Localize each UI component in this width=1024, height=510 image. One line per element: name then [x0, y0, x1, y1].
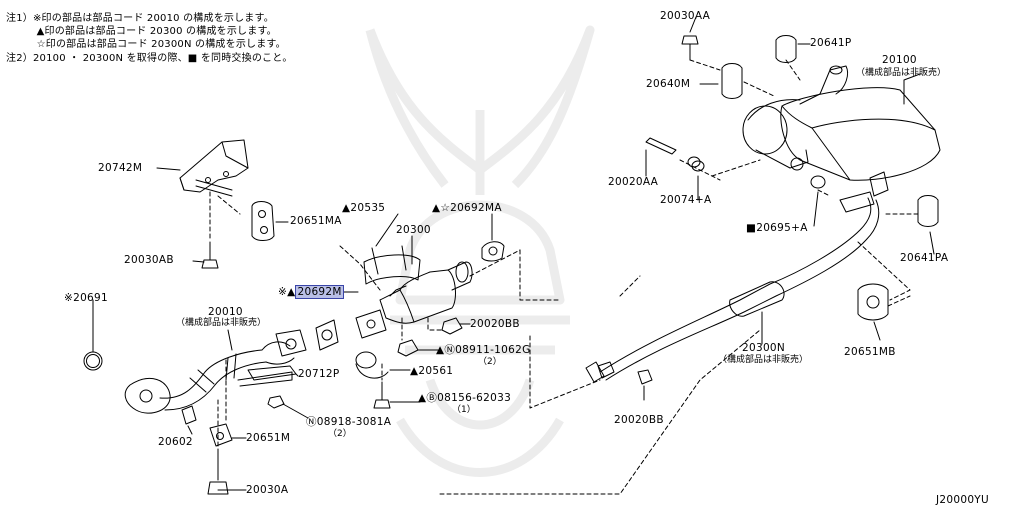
- label-08918-3081a[interactable]: Ⓝ08918-3081A: [306, 416, 392, 428]
- label-20030ab[interactable]: 20030AB: [124, 254, 174, 266]
- label-20020bb-2[interactable]: 20020BB: [614, 414, 664, 426]
- mount-rubber-20641p: [775, 35, 797, 63]
- label-20602[interactable]: 20602: [158, 436, 193, 448]
- label-20640m[interactable]: 20640M: [646, 78, 691, 90]
- label-20692m-highlight[interactable]: 20692M: [295, 285, 344, 299]
- label-20742m[interactable]: 20742M: [98, 162, 143, 174]
- center-tube-20300n: [585, 191, 880, 383]
- label-20100[interactable]: 20100: [882, 54, 917, 66]
- label-20010[interactable]: 20010: [208, 306, 243, 318]
- note-1-line-1: 注1）※印の部品は部品コード 20010 の構成を示します。: [6, 13, 274, 24]
- label-20641p[interactable]: 20641P: [810, 37, 852, 49]
- label-20010-note: （構成部品は非販売）: [176, 318, 267, 328]
- label-20561[interactable]: ▲20561: [410, 365, 454, 377]
- bolt-20030aa: [681, 35, 699, 61]
- mount-rubber-20651ma: [251, 201, 275, 241]
- gasket-20602: [181, 405, 197, 425]
- mount-20651m: [209, 423, 233, 447]
- label-08918-3081a-qty: （2）: [328, 429, 352, 439]
- label-20300[interactable]: 20300: [396, 224, 431, 236]
- nut-20020bb: [441, 317, 463, 335]
- stud-20020aa: [645, 137, 677, 155]
- mount-rubber-20641pa: [917, 195, 939, 227]
- label-08911-1062g[interactable]: ▲Ⓝ08911-1062G: [436, 344, 531, 356]
- muffler-20100: [742, 65, 941, 197]
- label-20300n-note: （構成部品は非販売）: [718, 355, 809, 365]
- label-08911-1062g-qty: （2）: [478, 357, 502, 367]
- spring-20074a: [687, 156, 705, 172]
- label-20695a[interactable]: ■20695+A: [746, 222, 808, 234]
- diagram-code: J20000YU: [936, 494, 989, 506]
- bracket-20742m: [179, 139, 249, 197]
- label-20691[interactable]: ※20691: [64, 292, 108, 304]
- heat-shield-20535: [363, 245, 421, 285]
- label-08156-62033[interactable]: ▲Ⓑ08156-62033: [418, 392, 512, 404]
- label-20535[interactable]: ▲20535: [342, 202, 386, 214]
- label-20692m[interactable]: ※▲20692M: [278, 285, 344, 299]
- clamp-20561: [355, 351, 389, 379]
- label-20074a[interactable]: 20074+A: [660, 194, 712, 206]
- label-20030a[interactable]: 20030A: [246, 484, 289, 496]
- bolt-08156-62033: [373, 381, 391, 409]
- note-1-line-3: ☆印の部品は部品コード 20300N の構成を示します。: [6, 39, 286, 50]
- gasket-20695a: [810, 175, 826, 189]
- catalytic-converter-20300: [355, 261, 473, 339]
- label-20692ma[interactable]: ▲☆20692MA: [432, 202, 502, 214]
- label-20020aa[interactable]: 20020AA: [608, 176, 659, 188]
- label-20641pa[interactable]: 20641PA: [900, 252, 949, 264]
- note-2: 注2）20100 ・ 20300N を取得の際、■ を同時交換のこと。: [6, 53, 293, 64]
- label-08156-62033-qty: （1）: [452, 405, 476, 415]
- mount-20640m: [721, 63, 743, 99]
- bolt-20030ab: [201, 241, 219, 269]
- nut-08918-3081a: [267, 395, 285, 409]
- dashed-alignment-lines: [209, 59, 919, 495]
- label-20712p[interactable]: 20712P: [298, 368, 340, 380]
- label-20020bb-1[interactable]: 20020BB: [470, 318, 520, 330]
- front-tube-20010: [124, 329, 307, 414]
- gasket-20692ma: [481, 241, 505, 262]
- mount-rubber-20651mb: [857, 283, 889, 321]
- label-20651m[interactable]: 20651M: [246, 432, 291, 444]
- label-20300n[interactable]: 20300N: [742, 342, 786, 354]
- label-20692m-prefix: ※▲: [278, 286, 296, 298]
- label-20651ma[interactable]: 20651MA: [290, 215, 342, 227]
- label-20100-note: （構成部品は非販売）: [856, 68, 947, 78]
- label-20651mb[interactable]: 20651MB: [844, 346, 896, 358]
- leader-lines: [92, 16, 935, 491]
- bolt-20030a: [207, 449, 229, 495]
- note-1-line-2: ▲印の部品は部品コード 20300 の構成を示します。: [6, 26, 277, 37]
- gasket-20692m: [315, 319, 339, 351]
- nut-08911-1062g: [397, 339, 419, 357]
- label-20030aa[interactable]: 20030AA: [660, 10, 711, 22]
